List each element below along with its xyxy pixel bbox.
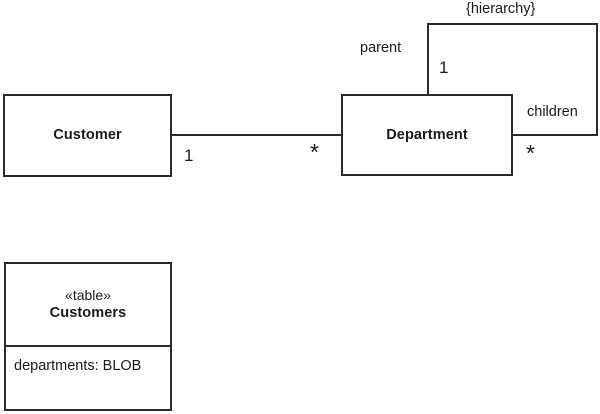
department-name-compartment: Department	[343, 96, 511, 174]
multiplicity-department-end: *	[310, 139, 319, 165]
customer-name-compartment: Customer	[5, 96, 170, 175]
association-line-customer-department	[172, 134, 342, 136]
hierarchy-loop-left-segment	[427, 23, 429, 95]
department-class-name: Department	[386, 126, 468, 143]
customers-table-attribute-departments: departments: BLOB	[14, 358, 142, 374]
customers-table-attribute-compartment: departments: BLOB	[6, 347, 170, 409]
multiplicity-customer-end: 1	[184, 146, 194, 165]
role-label-children: children	[527, 104, 578, 120]
customers-table-class-name: Customers	[49, 304, 127, 321]
hierarchy-loop-top-segment	[427, 23, 598, 25]
class-box-department[interactable]: Department	[341, 94, 513, 176]
customer-class-name: Customer	[53, 127, 122, 144]
multiplicity-children-end: *	[526, 140, 535, 166]
hierarchy-loop-bottom-segment	[512, 134, 598, 136]
multiplicity-parent-end: 1	[439, 58, 449, 77]
customers-table-stereotype: «table»	[65, 287, 111, 304]
role-label-parent: parent	[360, 40, 402, 56]
customers-table-name-compartment: «table» Customers	[6, 264, 170, 347]
class-box-customers-table[interactable]: «table» Customers departments: BLOB	[4, 262, 172, 411]
hierarchy-loop-right-segment	[596, 23, 598, 136]
class-box-customer[interactable]: Customer	[3, 94, 172, 177]
constraint-label-hierarchy: {hierarchy}	[466, 1, 536, 17]
